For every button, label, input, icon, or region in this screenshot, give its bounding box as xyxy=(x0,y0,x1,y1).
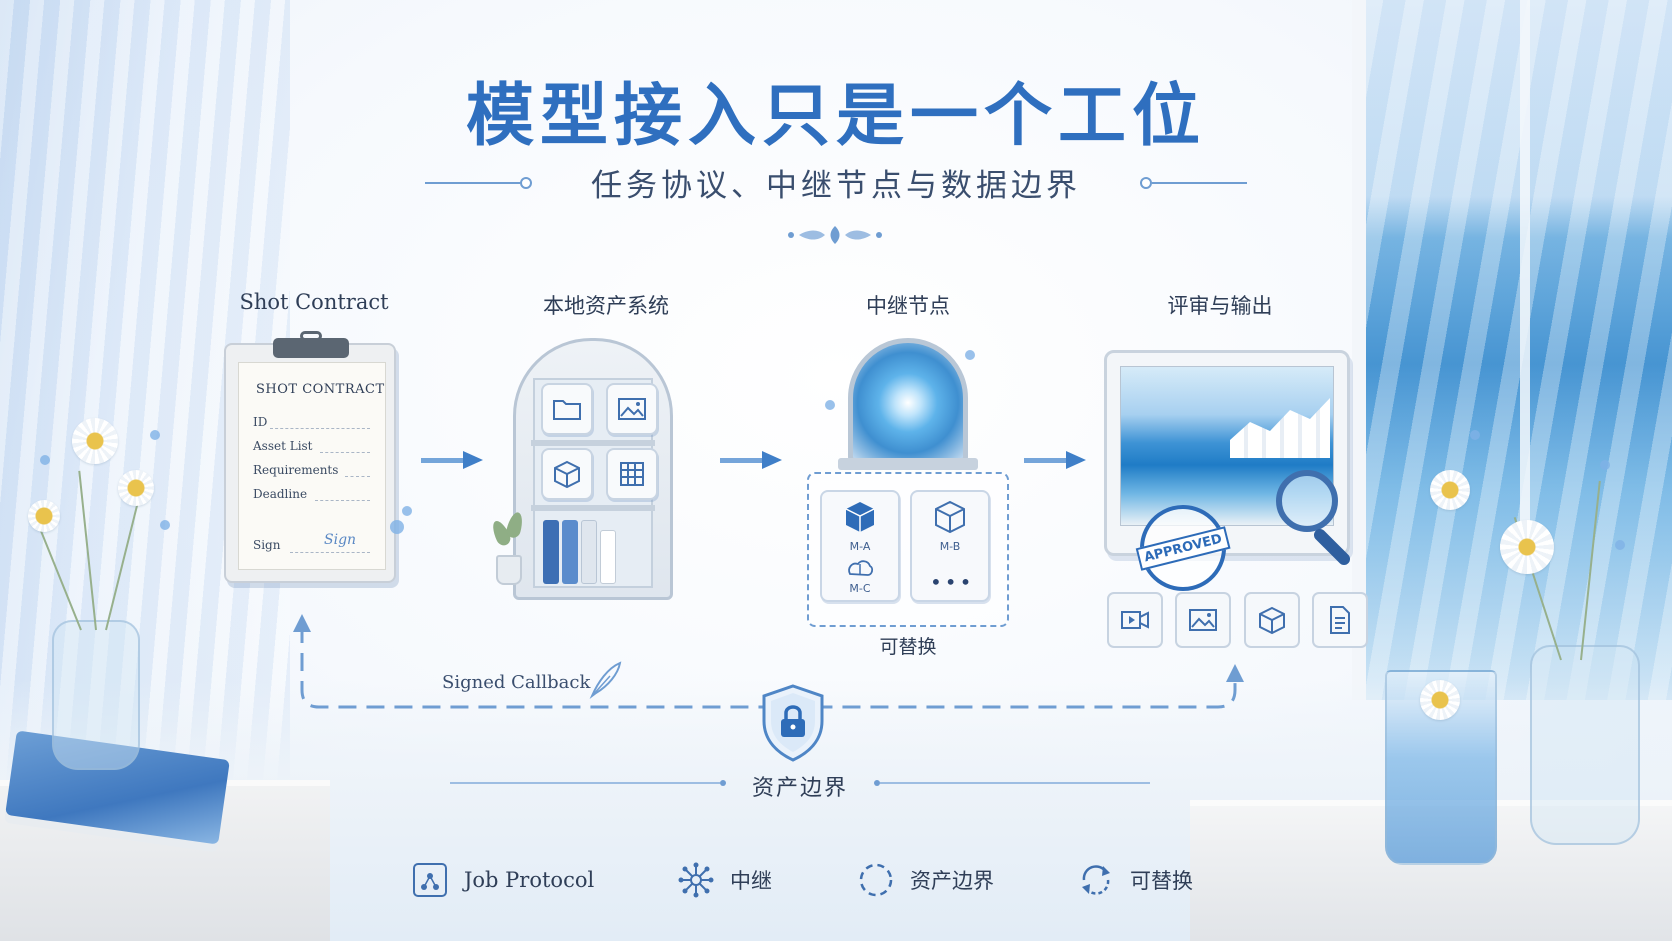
ornament-icon xyxy=(788,226,882,244)
replaceable-icon xyxy=(1076,860,1116,900)
cube-icon[interactable] xyxy=(541,448,593,500)
arrow-right-icon xyxy=(421,451,483,469)
daisy-flower xyxy=(1420,680,1460,720)
plant-pot xyxy=(496,555,522,585)
binder xyxy=(600,530,616,584)
document-output-icon[interactable] xyxy=(1312,592,1368,648)
model-output-icon[interactable] xyxy=(1244,592,1300,648)
job-protocol-icon xyxy=(410,860,450,900)
daisy-flower xyxy=(118,470,154,506)
blue-blossom xyxy=(1600,460,1610,470)
asset-boundary-label: 资产边界 xyxy=(751,776,848,801)
daisy-flower xyxy=(1500,520,1554,574)
vase-right xyxy=(1530,645,1640,845)
blue-blossom xyxy=(40,455,50,465)
legend-job-protocol: Job Protocol xyxy=(410,860,594,900)
shelf-board xyxy=(531,505,655,511)
binder xyxy=(562,520,578,584)
subtitle-rule-left xyxy=(425,182,520,184)
replaceable-label: 可替换 xyxy=(879,636,937,658)
page-subtitle: 任务协议、中继节点与数据边界 xyxy=(591,168,1081,204)
blue-blossom xyxy=(402,506,412,516)
module-label-mc: M-C xyxy=(849,582,871,595)
blue-blossom xyxy=(150,430,160,440)
binder xyxy=(581,520,597,584)
window-frame xyxy=(1352,0,1366,700)
shelf-board xyxy=(531,440,655,446)
contract-field-requirements: Requirements xyxy=(253,463,339,477)
relay-hub-icon xyxy=(676,860,716,900)
legend-asset-boundary: 资产边界 xyxy=(856,860,994,900)
video-output-icon[interactable] xyxy=(1107,592,1163,648)
contract-signature: Sign xyxy=(324,532,357,548)
vase-left xyxy=(52,620,140,770)
image-output-icon[interactable] xyxy=(1175,592,1231,648)
field-line xyxy=(345,476,370,477)
arrow-right-icon xyxy=(720,451,782,469)
stage-label-review: 评审与输出 xyxy=(1167,294,1273,318)
legend-label: 资产边界 xyxy=(910,869,994,893)
binder xyxy=(543,520,559,584)
module-card-mb[interactable] xyxy=(910,490,990,602)
lock-shield-icon xyxy=(762,684,824,762)
contract-field-deadline: Deadline xyxy=(253,487,308,501)
legend-label: Job Protocol xyxy=(464,868,595,892)
portal-base xyxy=(838,458,978,470)
legend-label: 中继 xyxy=(730,869,772,893)
asset-boundary-icon xyxy=(856,860,896,900)
subtitle-dot-left xyxy=(520,177,532,189)
arrow-right-icon xyxy=(1024,451,1086,469)
subtitle-dot-right xyxy=(1140,177,1152,189)
stage-label-contract: Shot Contract xyxy=(239,290,389,314)
daisy-flower xyxy=(1430,470,1470,510)
contract-heading: SHOT CONTRACT xyxy=(256,382,385,397)
module-label-mb: M-B xyxy=(939,540,961,553)
field-line xyxy=(320,452,370,453)
more-modules: ••• xyxy=(930,570,975,594)
cube-solid-icon xyxy=(845,502,875,532)
contract-field-id: ID xyxy=(253,415,268,429)
quill-icon xyxy=(589,661,622,700)
page-title: 模型接入只是一个工位 xyxy=(465,76,1206,156)
legend-label: 可替换 xyxy=(1130,869,1193,893)
image-icon[interactable] xyxy=(606,383,658,435)
relay-portal[interactable] xyxy=(848,338,968,463)
stage-label-assets: 本地资产系统 xyxy=(543,294,669,318)
signed-callback-label: Signed Callback xyxy=(442,672,591,693)
sea-window xyxy=(1365,0,1672,700)
subtitle-rule-right xyxy=(1152,182,1247,184)
cube-outline-icon xyxy=(935,500,965,534)
blue-blossom xyxy=(965,350,975,360)
contract-field-assets: Asset List xyxy=(253,439,313,453)
blue-blossom xyxy=(390,520,404,534)
blue-blossom xyxy=(160,520,170,530)
contract-paper xyxy=(238,362,386,570)
contract-sign-label: Sign xyxy=(253,538,281,552)
legend-relay: 中继 xyxy=(676,860,772,900)
folder-icon[interactable] xyxy=(541,383,593,435)
daisy-flower xyxy=(72,418,118,464)
daisy-flower xyxy=(28,500,60,532)
window-mullion xyxy=(1520,0,1530,560)
module-label-ma: M-A xyxy=(849,540,871,553)
module-card-ma-mc[interactable] xyxy=(820,490,900,602)
blue-blossom xyxy=(1615,540,1625,550)
legend-replaceable: 可替换 xyxy=(1076,860,1193,900)
stage-label-relay: 中继节点 xyxy=(866,294,950,318)
brain-icon xyxy=(848,560,874,576)
field-line xyxy=(315,500,370,501)
blue-blossom xyxy=(825,400,835,410)
clipboard-clip xyxy=(273,338,349,358)
field-line xyxy=(270,428,370,429)
blue-blossom xyxy=(1470,430,1480,440)
magnifier-icon xyxy=(1276,470,1338,532)
grid-icon[interactable] xyxy=(606,448,658,500)
sign-line xyxy=(290,552,370,553)
